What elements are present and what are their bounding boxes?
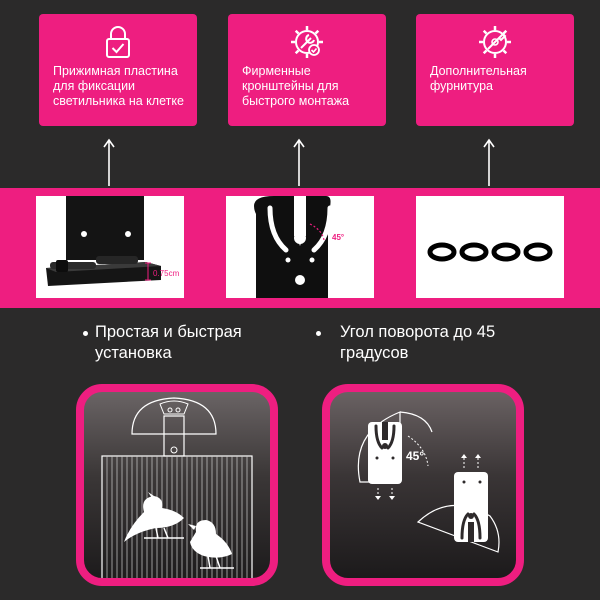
feature-card-clamp-plate: Прижимная пластина для фиксации светильн…	[39, 14, 197, 126]
gear-wrench-icon	[291, 26, 323, 58]
illustration-cage	[76, 384, 278, 586]
plate-dimension-label: 0.75cm	[153, 269, 180, 278]
lock-check-icon	[106, 26, 130, 58]
bracket-angle-label: 45°	[332, 233, 344, 242]
bullet-dot	[83, 331, 88, 336]
arrow-up-icon	[293, 138, 305, 186]
feature-card-brackets: Фирменные кронштейны для быстрого монтаж…	[228, 14, 386, 126]
bullet-rotation-angle: Угол поворота до 45 градусов	[316, 322, 496, 364]
feature-card-hardware: Дополнительная фурнитура	[416, 14, 574, 126]
washers-image	[427, 242, 553, 262]
gear-screwdriver-icon	[479, 26, 511, 58]
illustration-rotation: 45°	[322, 384, 524, 586]
bullet-line: градусов	[340, 344, 409, 362]
feature-card-text: Дополнительная фурнитура	[430, 64, 527, 93]
bullet-easy-install: Простая и быстрая установка	[83, 322, 242, 364]
feature-card-text: Фирменные кронштейны для быстрого монтаж…	[242, 64, 350, 108]
bullet-line: Простая и быстрая	[95, 323, 242, 341]
panel-clamp-plate: 0.75cm	[36, 196, 184, 298]
arrow-up-icon	[103, 138, 115, 186]
cage-birds-image	[101, 397, 253, 578]
feature-card-text: Прижимная пластина для фиксации светильн…	[53, 64, 184, 108]
bullet-dot	[316, 331, 321, 336]
clamp-plate-image: 0.75cm	[46, 196, 180, 286]
panel-washers	[416, 196, 564, 298]
arrow-up-icon	[483, 138, 495, 186]
bullet-line: Угол поворота до 45	[340, 323, 496, 341]
rotation-angle-label: 45°	[406, 449, 424, 463]
bracket-image: 45°	[254, 196, 344, 298]
panel-bracket: 45°	[226, 196, 374, 298]
bullet-line: установка	[95, 344, 172, 362]
rotation-brackets-image: 45°	[357, 411, 500, 553]
